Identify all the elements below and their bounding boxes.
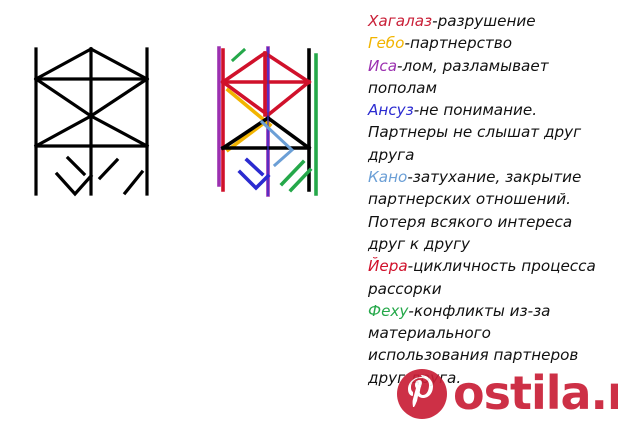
legend-item-ansuz: Ансуз-не понимание. Партнеры не слышат д… — [368, 99, 613, 166]
pinterest-p-icon — [397, 369, 447, 419]
rune-name: Йера — [368, 257, 408, 276]
legend-item-gebo: Гебо-партнерство — [368, 32, 613, 54]
rune-name: Кано — [368, 168, 408, 187]
legend-item-hagalaz: Хагалаз-разрушение — [368, 10, 613, 32]
rune-meaning: -не понимание. Партнеры не слышат друг д… — [368, 101, 582, 164]
rune-name: Гебо — [368, 34, 405, 53]
rune-meaning: -цикличность процесса рассорки — [368, 257, 596, 298]
rune-meaning: -партнерство — [404, 34, 513, 53]
legend-item-yera: Йера-цикличность процесса рассорки — [368, 255, 613, 300]
legend-item-kano: Кано-затухание, закрытие партнерских отн… — [368, 166, 613, 255]
postila-watermark: ostila.ru — [395, 364, 618, 424]
rune-meaning: -разрушение — [432, 12, 536, 30]
rune-meaning: -затухание, закрытие партнерских отношен… — [368, 168, 582, 253]
rune-legend: Хагалаз-разрушение Гебо-партнерство Иса-… — [368, 10, 613, 389]
legend-item-isa: Иса-лом, разламывает пополам — [368, 55, 613, 100]
rune-name: Феху — [368, 301, 409, 320]
rune-name: Ансуз — [368, 101, 414, 120]
rune-meaning: -лом, разламывает пополам — [368, 56, 549, 97]
watermark-text: ostila.ru — [453, 366, 618, 420]
rune-name: Хагалаз — [368, 12, 433, 30]
rune-name: Иса — [368, 56, 398, 75]
